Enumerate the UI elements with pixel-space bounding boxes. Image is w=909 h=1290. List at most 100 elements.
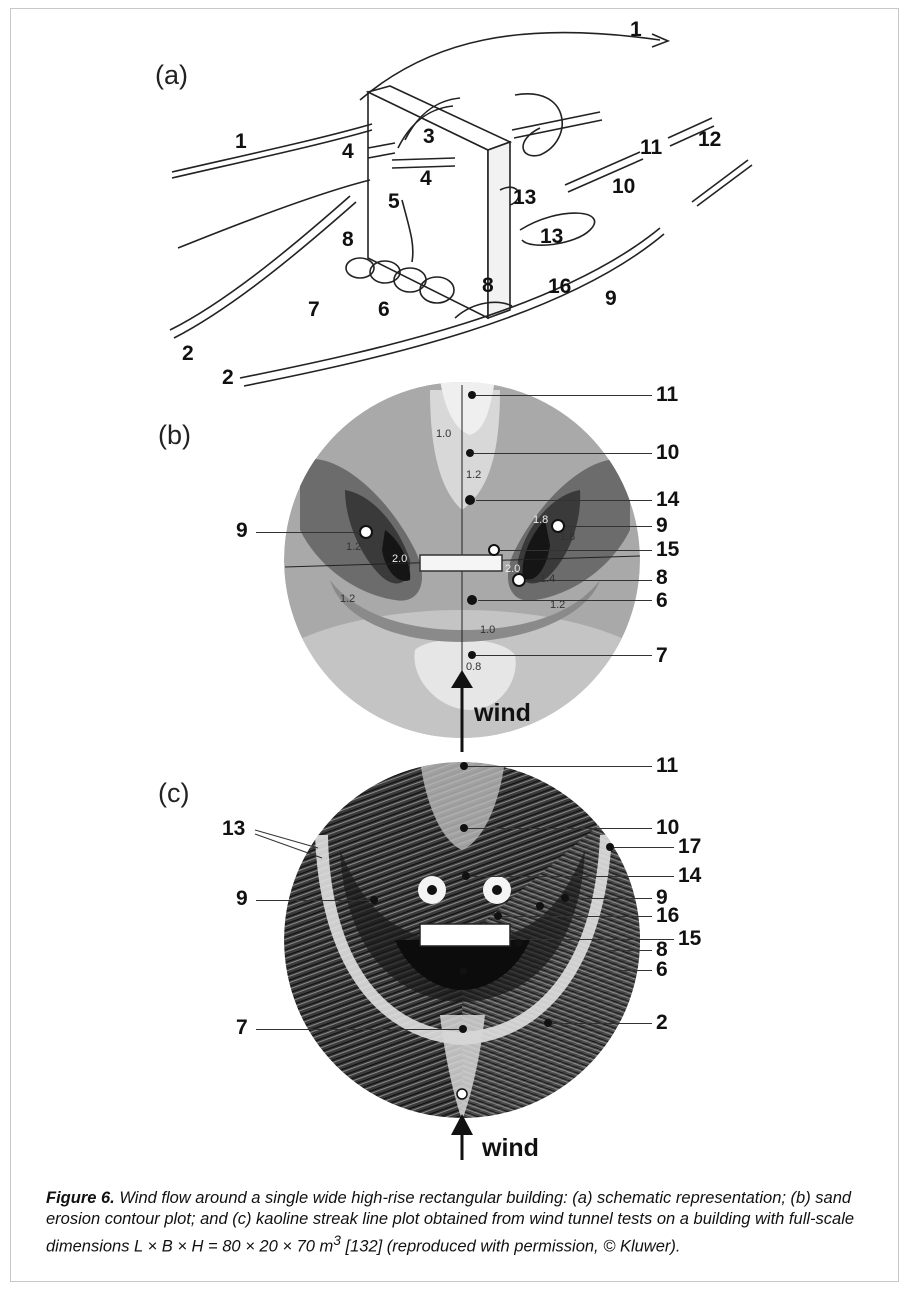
leader-c-11 (468, 766, 652, 767)
c-point-9-right-b (561, 894, 569, 902)
c-callout-10: 10 (656, 816, 679, 840)
building-plan (420, 555, 502, 571)
a-num-8-right: 8 (482, 274, 494, 298)
kaoline-streak-line-plot (0, 740, 909, 1160)
caption-superscript: 3 (333, 1233, 341, 1248)
b-point-8 (513, 574, 525, 586)
c-point-16 (494, 912, 502, 920)
a-num-16: 16 (548, 275, 571, 299)
b-point-7 (468, 651, 476, 659)
leader-b-9-left (256, 532, 360, 533)
leader-c-6 (615, 970, 652, 971)
a-num-10: 10 (612, 175, 635, 199)
leader-b-9-right (565, 526, 652, 527)
contour-label: 1.8 (560, 531, 575, 543)
b-callout-6: 6 (656, 589, 668, 613)
c-point-7 (459, 1025, 467, 1033)
contour-label: 1.0 (480, 624, 495, 636)
c-point-14 (462, 872, 470, 880)
leader-c-7 (256, 1029, 459, 1030)
a-num-2-left: 2 (182, 342, 194, 366)
b-callout-8: 8 (656, 566, 668, 590)
a-num-6: 6 (378, 298, 390, 322)
b-point-14 (465, 495, 475, 505)
flow-arrow-1-top (360, 33, 660, 101)
leader-b-10 (474, 453, 652, 454)
c-callout-13: 13 (222, 817, 245, 841)
b-callout-10: 10 (656, 441, 679, 465)
c-callout-17: 17 (678, 835, 701, 859)
b-callout-9-left: 9 (236, 519, 248, 543)
b-point-10 (466, 449, 474, 457)
a-num-4-left: 4 (342, 140, 354, 164)
wind-label-b: wind (474, 699, 531, 728)
b-point-11 (468, 391, 476, 399)
c-point-9-right (536, 902, 544, 910)
a-num-8-left: 8 (342, 228, 354, 252)
a-num-13-upper: 13 (513, 186, 536, 210)
b-point-9-left (360, 526, 372, 538)
leader-b-14 (476, 500, 652, 501)
c-callout-7: 7 (236, 1016, 248, 1040)
caption-text-2: [132] (reproduced with permission, © Klu… (341, 1238, 681, 1256)
panel-a-schematic (0, 0, 909, 400)
a-num-11: 11 (640, 136, 662, 160)
contour-label: 1.0 (436, 428, 451, 440)
a-num-1-left: 1 (235, 130, 247, 154)
b-callout-7: 7 (656, 644, 668, 668)
leader-c-2 (552, 1023, 652, 1024)
leader-c-14 (470, 876, 674, 877)
b-point-15 (489, 545, 499, 555)
leader-b-15 (500, 550, 652, 551)
b-callout-9-right: 9 (656, 514, 668, 538)
leader-c-9-left (256, 900, 370, 901)
a-num-4-mid: 4 (420, 167, 432, 191)
b-callout-14: 14 (656, 488, 679, 512)
c-point-9-left (370, 896, 378, 904)
c-callout-2: 2 (656, 1011, 668, 1035)
b-point-6 (467, 595, 477, 605)
c-point-bottom (457, 1089, 467, 1099)
contour-label: 2.0 (505, 563, 520, 575)
leader-c-10 (468, 828, 652, 829)
sand-erosion-contour-plot: 1.0 1.2 1.8 1.8 2.0 2.0 1.2 1.4 1.2 1.0 … (0, 380, 909, 780)
c-callout-9-left: 9 (236, 887, 248, 911)
c-point-11 (460, 762, 468, 770)
flow-arrow-up-right (512, 112, 600, 130)
building-plan-c (420, 924, 510, 946)
a-num-3: 3 (423, 125, 435, 149)
contour-label: 1.2 (346, 541, 361, 553)
c-callout-15: 15 (678, 927, 701, 951)
a-num-9: 9 (605, 287, 617, 311)
a-num-5: 5 (388, 190, 400, 214)
c-point-15 (514, 939, 522, 947)
c-point-6 (459, 967, 467, 975)
b-callout-11: 11 (656, 383, 678, 407)
leader-c-17 (614, 847, 674, 848)
contour-label: 1.8 (533, 514, 548, 526)
leader-b-8 (525, 580, 652, 581)
contour-label: 1.2 (466, 469, 481, 481)
a-num-7: 7 (308, 298, 320, 322)
leader-c-8 (610, 950, 652, 951)
c-callout-16: 16 (656, 904, 679, 928)
a-num-1-top: 1 (630, 18, 642, 42)
contour-label: 0.8 (466, 661, 481, 673)
leader-c-16 (502, 916, 652, 917)
figure-caption: Figure 6. Wind flow around a single wide… (46, 1188, 876, 1258)
figure-label: Figure 6. (46, 1189, 115, 1207)
leader-c-15 (522, 939, 674, 940)
a-num-12: 12 (698, 128, 721, 152)
wind-label-c: wind (482, 1134, 539, 1163)
c-callout-14: 14 (678, 864, 701, 888)
leader-b-7 (476, 655, 652, 656)
leader-b-11 (476, 395, 652, 396)
contour-label: 1.4 (540, 573, 555, 585)
c-point-17 (606, 843, 614, 851)
leader-c-9-right (569, 898, 652, 899)
contour-label: 1.2 (340, 593, 355, 605)
flow-arrow-far-right (692, 160, 748, 202)
leader-b-6 (478, 600, 652, 601)
c-callout-11: 11 (656, 754, 678, 778)
c-callout-6: 6 (656, 958, 668, 982)
